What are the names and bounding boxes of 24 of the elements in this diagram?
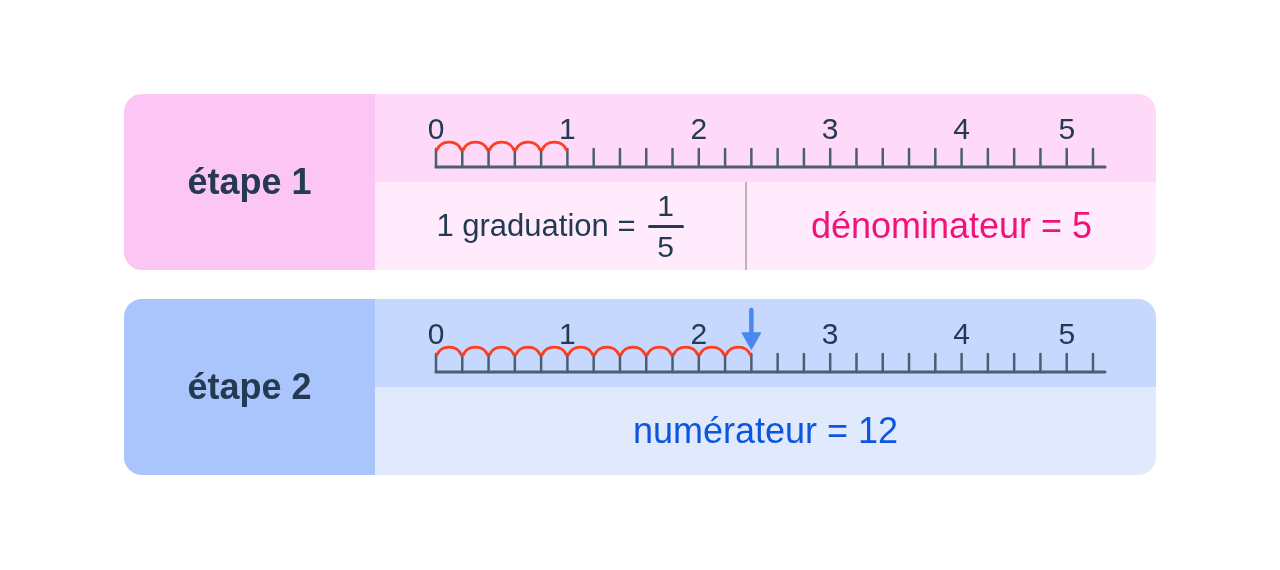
tick-label: 0 [427,319,445,349]
equation-text: 1 graduation = [436,208,636,244]
info-panel [375,387,1156,475]
tick-label: 2 [690,319,708,349]
result-text: numérateur = 12 [632,410,899,452]
tick-label: 2 [690,114,708,144]
tick-label: 4 [953,319,970,349]
step-block [124,94,375,270]
tick-label: 1 [559,319,576,349]
step-block [124,299,375,475]
tick-label: 5 [1058,319,1076,349]
step-title: étape 2 [187,366,312,408]
tick-label: 3 [821,114,839,144]
tick-label: 0 [427,114,445,144]
result-text: dénominateur = 5 [810,205,1093,247]
fraction-denominator: 5 [657,230,674,263]
fraction-numerator: 1 [657,189,674,222]
info-panel [375,182,745,270]
tick-label: 5 [1058,114,1076,144]
tick-label: 4 [953,114,970,144]
tick-label: 3 [821,319,839,349]
info-panel [745,182,1156,270]
step-title: étape 1 [187,161,312,203]
tick-label: 1 [559,114,576,144]
